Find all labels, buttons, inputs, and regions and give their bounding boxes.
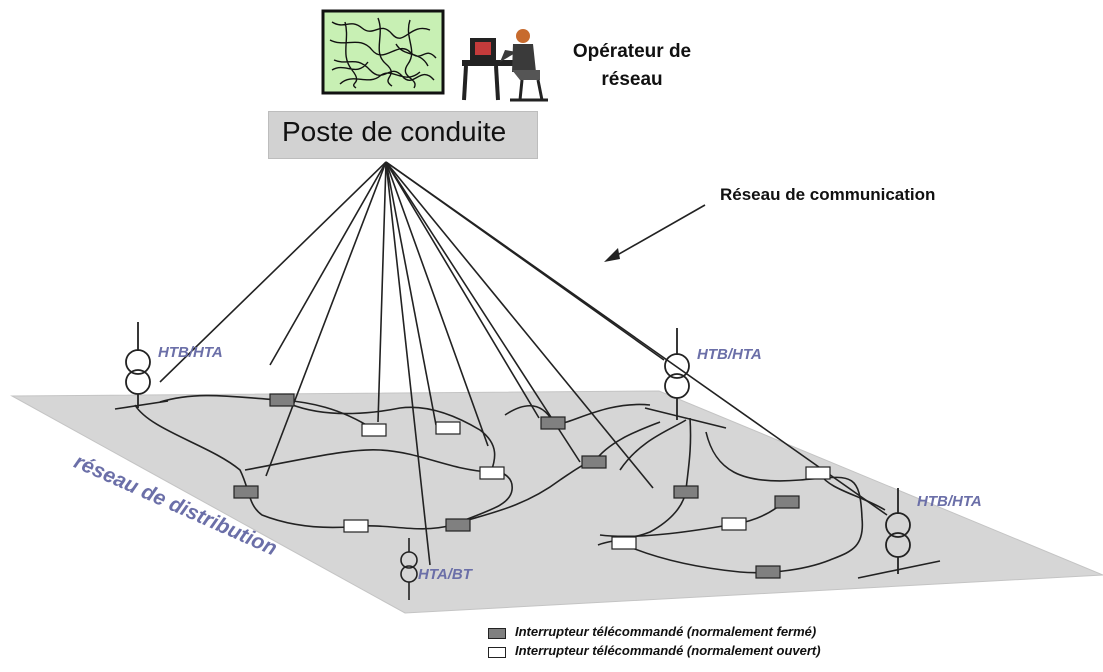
closed-switch — [673, 485, 699, 499]
closed-switch-swatch — [488, 628, 506, 639]
control-station-box — [268, 111, 538, 159]
open-switch — [361, 423, 387, 437]
closed-switches — [233, 393, 800, 579]
transformer-label-hta-bt: HTA/BT — [418, 566, 472, 583]
open-switch — [343, 519, 369, 533]
closed-switch — [581, 455, 607, 469]
transformer-icon — [885, 488, 911, 574]
closed-switch — [269, 393, 295, 407]
closed-switch — [445, 518, 471, 532]
closed-switch — [540, 416, 566, 430]
open-switch-swatch — [488, 647, 506, 658]
open-switch — [721, 517, 747, 531]
open-switches — [343, 421, 831, 550]
transformer-icon — [400, 538, 418, 600]
open-switch — [479, 466, 505, 480]
legend-label-closed: Interrupteur télécommandé (normalement f… — [515, 624, 817, 639]
distribution-plane — [10, 390, 1103, 614]
operator-workstation-icon — [462, 29, 548, 102]
control-station-label: Poste de conduite — [282, 116, 507, 147]
communication-links — [159, 161, 888, 566]
legend-label-open: Interrupteur télécommandé (normalement o… — [515, 643, 821, 658]
closed-switch — [233, 485, 259, 499]
closed-switch — [774, 495, 800, 509]
transformer-label-htb-hta: HTB/HTA — [917, 493, 982, 510]
network-map-screen-icon — [321, 9, 445, 95]
transformer-icon — [664, 328, 690, 420]
operator-label-line2: réseau — [601, 69, 663, 90]
transformer-icon — [125, 322, 151, 408]
open-switch — [435, 421, 461, 435]
transformer-label-htb-hta: HTB/HTA — [158, 344, 223, 361]
operator-label-line1: Opérateur de — [572, 41, 692, 62]
closed-switch — [755, 565, 781, 579]
open-switch — [611, 536, 637, 550]
comm-arrow-head — [604, 248, 620, 262]
operator-label: Opérateur de réseau — [547, 38, 717, 94]
communication-network-label: Réseau de communication — [720, 185, 936, 204]
transformer-label-htb-hta: HTB/HTA — [697, 346, 762, 363]
open-switch — [805, 466, 831, 480]
